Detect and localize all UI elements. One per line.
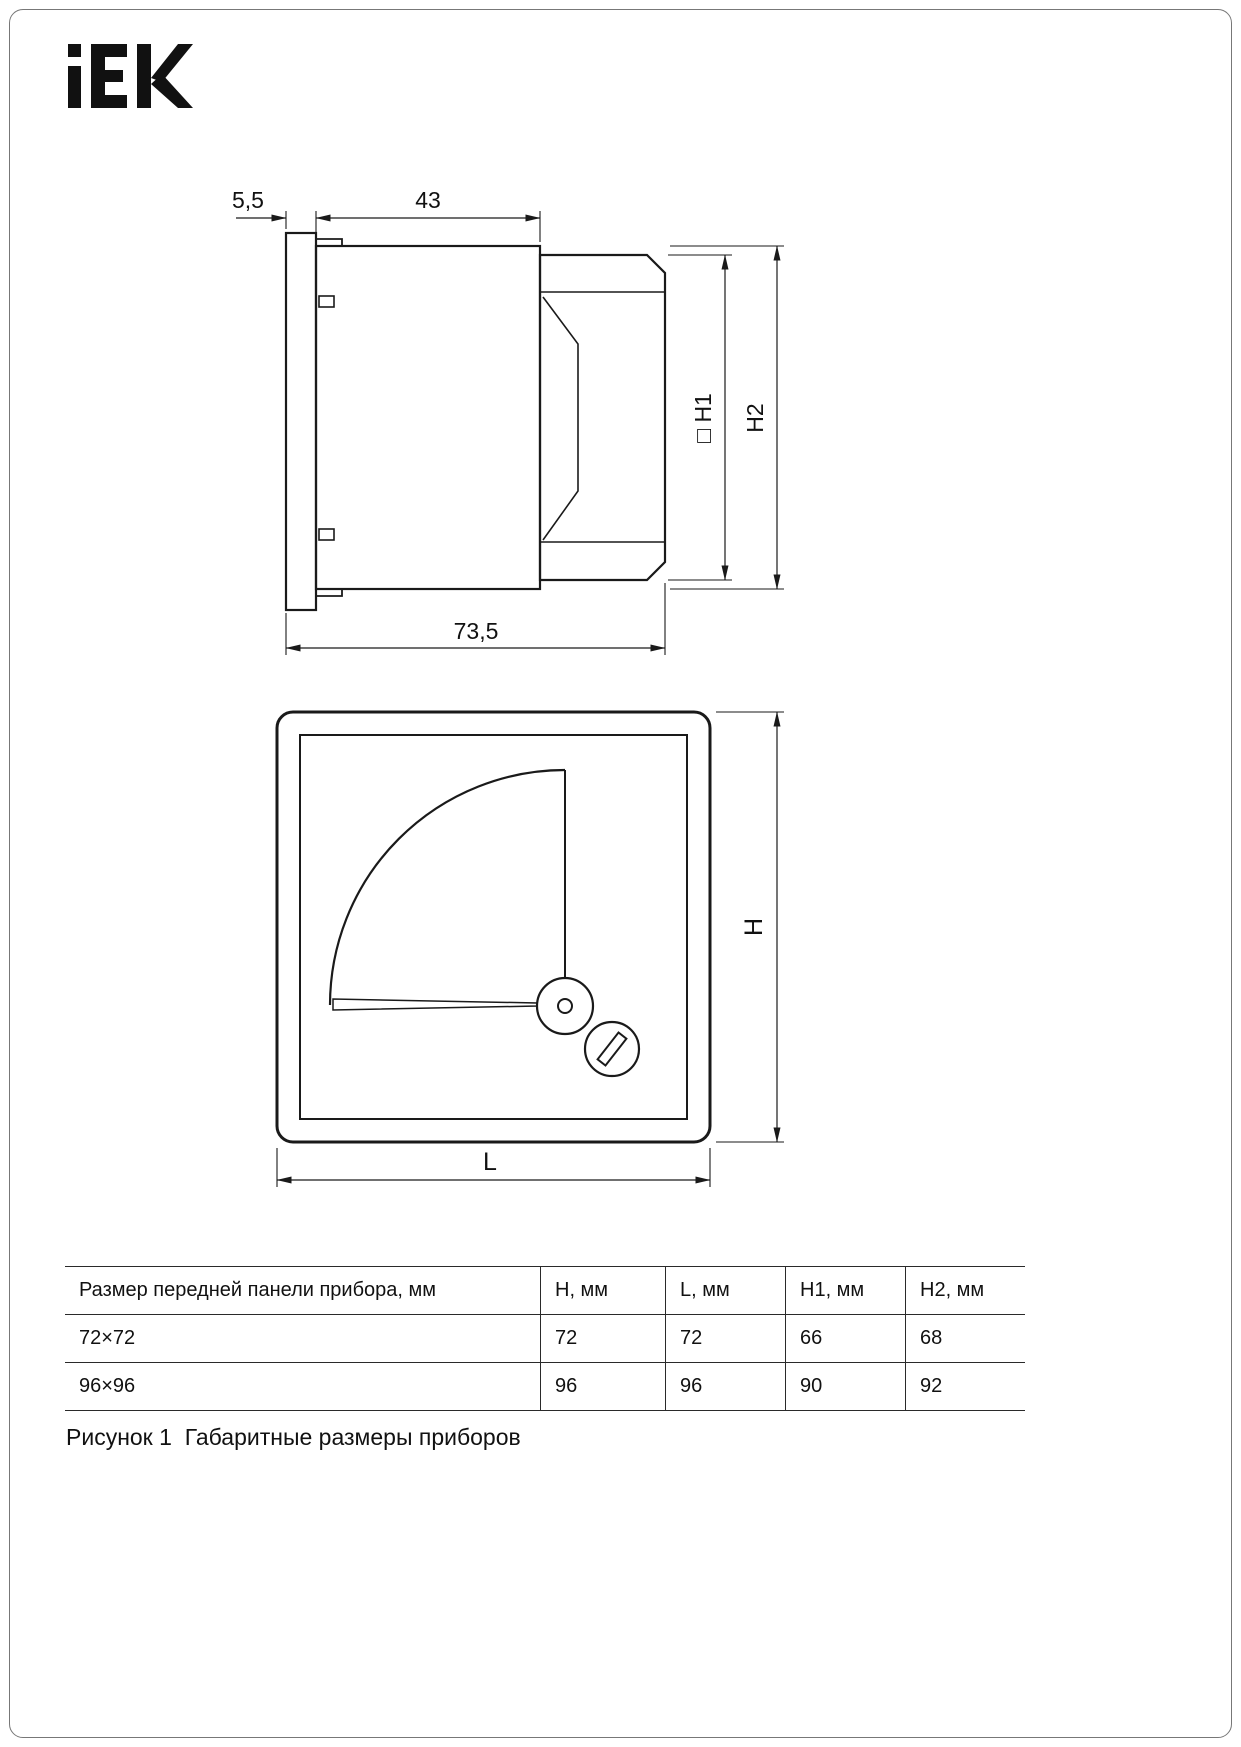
dim-label-bezel-thickness: 5,5 — [232, 187, 264, 213]
meter-body-outline — [314, 244, 542, 591]
front-window-outline — [299, 734, 688, 1120]
table-header-row: Размер передней панели прибора, мм H, мм… — [65, 1267, 1025, 1315]
table-cell: 90 — [785, 1363, 905, 1410]
logo-e-bottom — [91, 95, 127, 108]
table-cell: 96 — [665, 1363, 785, 1410]
table-cell: 72×72 — [79, 1327, 136, 1349]
dim-label-height: H — [740, 918, 768, 936]
logo-k-spine — [137, 44, 151, 108]
rear-housing-facet — [542, 296, 579, 541]
mounting-clip-bottom — [318, 528, 335, 541]
body-bottom-lip — [315, 589, 343, 597]
dim-label-total-depth: 73,5 — [454, 618, 499, 644]
table-cell: 96×96 — [79, 1375, 136, 1397]
iek-logo: IEK — [66, 42, 196, 115]
figure-caption: Рисунок 1 Габаритные размеры приборов — [66, 1424, 521, 1450]
dim-label-width: L — [483, 1148, 497, 1176]
technical-drawing: 5,5 43 73,5 □ H1 H2 — [232, 187, 784, 1187]
table-cell: 66 — [785, 1315, 905, 1362]
dim-label-h2: H2 — [742, 403, 768, 432]
front-panel-outline — [275, 710, 712, 1144]
pivot-circle — [535, 976, 595, 1036]
table-header-panel-size: Размер передней панели прибора, мм — [79, 1279, 437, 1301]
front-view-dimension-labels: H L — [483, 918, 768, 1176]
body-top-lip — [315, 238, 343, 246]
logo-i-dot — [68, 44, 81, 57]
logo-k-lower-arm — [151, 74, 193, 108]
table-row: 72×72 72 72 66 68 — [65, 1315, 1025, 1363]
table-header-h1: H1, мм — [785, 1267, 905, 1314]
logo-e-top — [91, 44, 127, 57]
table-header-l: L, мм — [665, 1267, 785, 1314]
side-view-drawing — [284, 231, 667, 612]
front-view-dimensions — [276, 711, 784, 1187]
table-cell: 92 — [905, 1363, 1025, 1410]
mounting-clip-top — [318, 295, 335, 308]
table-header-h2: H2, мм — [905, 1267, 1025, 1314]
side-view-dimensions — [236, 211, 784, 655]
table-cell: 72 — [665, 1315, 785, 1362]
pivot-center-dot — [557, 998, 573, 1014]
dim-label-h1: □ H1 — [690, 393, 716, 443]
logo-e-mid — [91, 70, 123, 82]
pointer-needle — [332, 998, 538, 1011]
front-bezel-outline — [284, 231, 318, 612]
front-view-drawing — [275, 710, 712, 1144]
dimensions-table: Размер передней панели прибора, мм H, мм… — [65, 1266, 1025, 1411]
iek-logo-graphic: IEK — [68, 44, 193, 108]
table-cell: 96 — [540, 1363, 665, 1410]
side-view-dimension-labels: 5,5 43 73,5 □ H1 H2 — [232, 187, 768, 644]
screw-slot — [596, 1031, 628, 1067]
table-cell: 68 — [905, 1315, 1025, 1362]
table-header-h: H, мм — [540, 1267, 665, 1314]
scale-arc — [328, 768, 566, 1006]
dim-label-body-depth: 43 — [415, 187, 441, 213]
table-cell: 72 — [540, 1315, 665, 1362]
logo-k-upper-arm — [151, 44, 193, 82]
logo-i-stem — [68, 66, 81, 108]
table-row: 96×96 96 96 90 92 — [65, 1363, 1025, 1411]
rear-housing-outline — [538, 253, 667, 582]
